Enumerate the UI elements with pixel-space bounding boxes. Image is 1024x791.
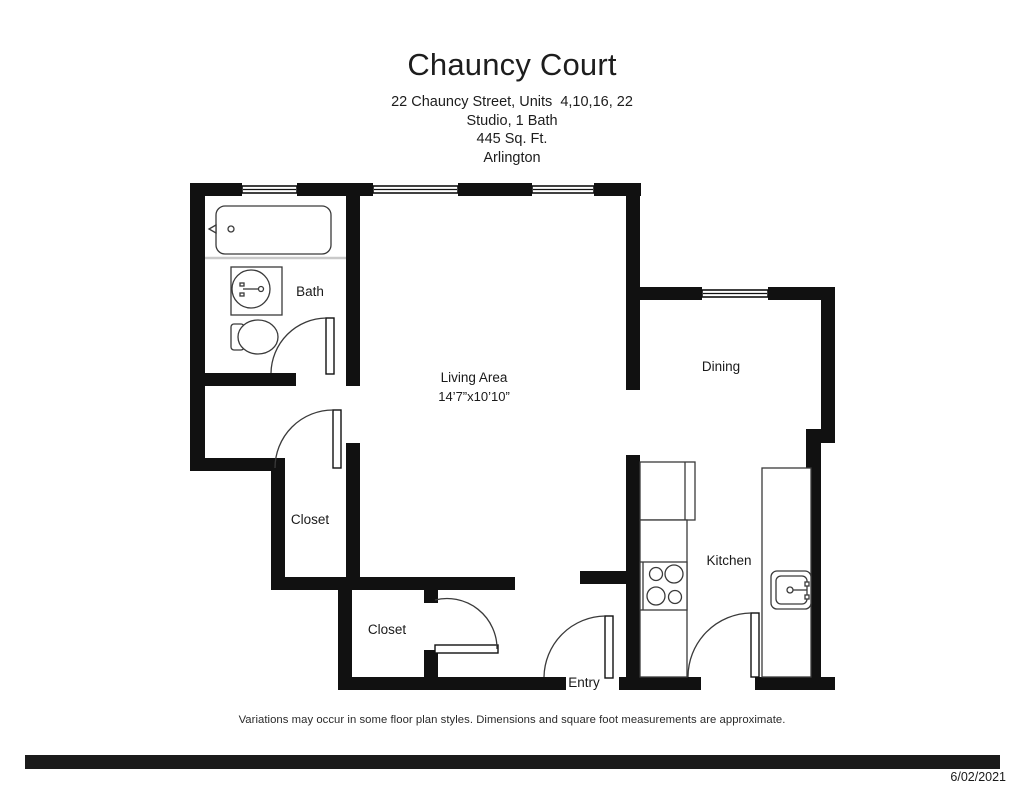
plan-address: 22 Chauncy Street, Units 4,10,16, 22 (391, 94, 633, 110)
room-label-closet-upper: Closet (290, 512, 330, 527)
door-kitchen-leaf (750, 612, 760, 678)
range-burner-3 (646, 586, 666, 606)
wall-bath-right (346, 183, 360, 386)
bathroom-sink-handle-top (239, 282, 245, 287)
window-glazing (243, 188, 767, 295)
room-label-living-area: Living Area (440, 370, 508, 385)
plan-date: 6/02/2021 (950, 770, 1006, 784)
door-bath-arc (270, 317, 327, 374)
kitchen-fixtures (639, 461, 812, 678)
bath-fixtures (205, 205, 346, 355)
bathroom-sink-handle-bottom (239, 292, 245, 297)
door-entry (543, 615, 614, 679)
wall-closet-upper-right (346, 443, 360, 590)
disclaimer-text: Variations may occur in some floor plan … (238, 714, 786, 726)
kitchen-sink-handle-bottom (804, 594, 810, 600)
door-closet-upper-leaf (332, 409, 342, 469)
door-closet-upper-arc (274, 409, 334, 469)
room-label-bath: Bath (296, 284, 324, 299)
range-burner-2 (664, 564, 684, 584)
wall-bottom-kitchen (755, 677, 835, 690)
plan-city: Arlington (483, 149, 541, 166)
door-closet-lower-arc (434, 597, 498, 650)
kitchen-sink-handle-top (804, 581, 810, 587)
refrigerator (639, 461, 696, 521)
bathtub-drain (227, 225, 235, 233)
wall-closet-lower-jamb-top (424, 577, 438, 603)
wall-top-pier-1 (297, 183, 373, 196)
room-label-entry: Entry (568, 675, 600, 690)
door-closet-upper (274, 409, 342, 469)
toilet-bowl (237, 319, 279, 355)
footer-divider-bar (25, 755, 1000, 769)
plan-unit-type: Studio, 1 Bath (466, 112, 558, 129)
wall-right-exterior-upper (821, 287, 835, 434)
plan-header: Chauncy Court 22 Chauncy Street, Units 4… (0, 46, 1024, 167)
plan-area: 445 Sq. Ft. (476, 131, 548, 147)
room-label-kitchen: Kitchen (706, 553, 752, 568)
wall-bath-bottom (205, 373, 296, 386)
room-dimension-living-area: 14’7”x10’10” (438, 389, 510, 404)
wall-closet-divider (271, 577, 515, 590)
doors (270, 317, 760, 679)
wall-left-return (190, 458, 283, 471)
door-bath-leaf (325, 317, 335, 375)
door-closet-lower-leaf (434, 644, 499, 654)
door-entry-leaf (604, 615, 614, 679)
wall-kitchen-left-stub (580, 571, 632, 584)
wall-top-pier-2 (458, 183, 532, 196)
range-burner-1 (648, 566, 664, 582)
bathroom-sink-drain (257, 285, 265, 293)
room-label-closet-lower: Closet (367, 622, 407, 637)
wall-dining-window-pier-right (768, 287, 835, 300)
wall-dining-window-pier-left (655, 287, 702, 300)
door-kitchen-arc (687, 612, 752, 678)
wall-closet-upper-left (271, 458, 285, 590)
door-bath (270, 317, 335, 375)
wall-living-right-lower (626, 455, 640, 690)
room-label-dining: Dining (701, 359, 741, 374)
door-kitchen (687, 612, 760, 678)
wall-left-exterior-upper (190, 183, 205, 470)
wall-bottom-left (338, 677, 566, 690)
page-title: Chauncy Court (407, 47, 617, 82)
kitchen-sink-drain (786, 586, 794, 594)
wall-closet-lower-left (338, 577, 352, 690)
bathtub-faucet (207, 223, 217, 235)
door-closet-lower (434, 597, 499, 654)
range-burner-4 (667, 589, 683, 605)
door-entry-arc (543, 615, 606, 678)
wall-living-right-upper (626, 183, 640, 390)
